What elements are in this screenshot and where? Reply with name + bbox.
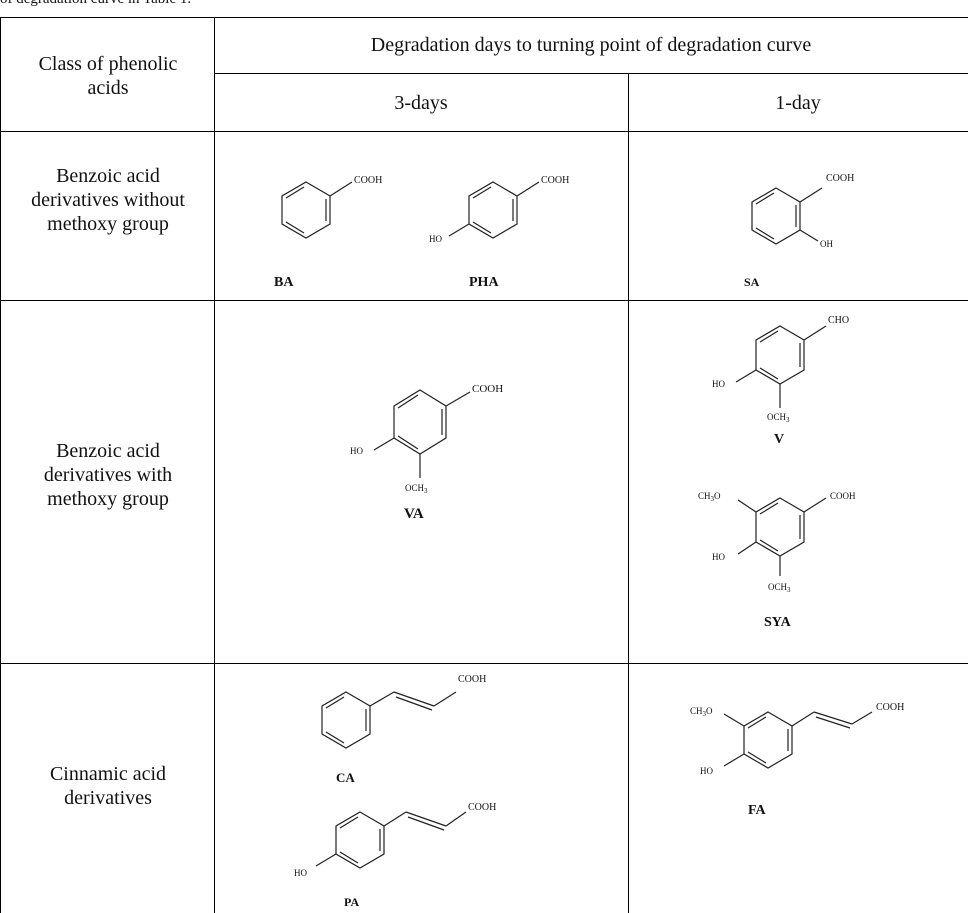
sya-ch3o-label: CH3O: [698, 491, 721, 503]
pa-name: PA: [344, 895, 359, 909]
structure-ba: COOH BA: [274, 175, 382, 290]
structure-va: COOH HO OCH3 VA: [350, 383, 503, 522]
fa-ch3o-label: CH3O: [690, 706, 713, 718]
structure-ca: COOH CA: [321, 674, 486, 785]
structure-pa: COOH HO PA: [294, 802, 496, 909]
v-ho-label: HO: [712, 379, 725, 389]
row1-bottom-rule: [0, 300, 968, 301]
table-border-top: [0, 17, 968, 18]
sa-cooh-label: COOH: [826, 173, 854, 184]
v-name: V: [774, 432, 784, 447]
row-label-no-methoxy: Benzoic acid derivatives without methoxy…: [31, 165, 185, 235]
sya-och3-label: OCH3: [768, 582, 791, 594]
sa-name: SA: [744, 275, 760, 289]
v-cho-label: CHO: [828, 315, 849, 326]
ca-cooh-label: COOH: [458, 674, 486, 685]
table-border-left: [0, 17, 1, 913]
fa-cooh-label: COOH: [876, 702, 904, 713]
header-divider-right: [214, 17, 215, 913]
fa-ho-label: HO: [700, 766, 713, 776]
va-ho-label: HO: [350, 446, 363, 456]
header-bottom-rule: [0, 131, 968, 132]
header-group-title: Degradation days to turning point of deg…: [370, 34, 812, 56]
header-3days: 3-days: [394, 92, 448, 114]
ca-name: CA: [336, 770, 355, 785]
pa-cooh-label: COOH: [468, 802, 496, 813]
header-class: Class of phenolic acids: [38, 53, 178, 99]
structure-pha: COOH HO PHA: [429, 175, 569, 290]
header-1day: 1-day: [775, 92, 821, 114]
ba-cooh-label: COOH: [354, 175, 382, 186]
structure-sa: COOH OH SA: [744, 173, 854, 289]
pha-cooh-label: COOH: [541, 175, 569, 186]
column-divider: [628, 74, 629, 913]
structure-v: CHO HO OCH3 V: [712, 315, 849, 447]
structure-sya: COOH CH3O HO OCH3 SYA: [698, 491, 856, 630]
row-label-with-methoxy: Benzoic acid derivatives with methoxy gr…: [43, 440, 173, 510]
va-cooh-label: COOH: [472, 383, 503, 395]
v-och3-label: OCH3: [767, 412, 790, 424]
fa-name: FA: [748, 803, 767, 818]
pa-ho-label: HO: [294, 868, 307, 878]
sya-name: SYA: [764, 615, 792, 630]
header-subrule: [214, 73, 968, 74]
ba-name: BA: [274, 275, 294, 290]
row-label-cinnamic: Cinnamic acid derivatives: [49, 763, 167, 809]
sya-cooh-label: COOH: [830, 491, 856, 501]
row2-bottom-rule: [0, 663, 968, 664]
va-name: VA: [404, 506, 424, 522]
sya-ho-label: HO: [712, 552, 725, 562]
pha-name: PHA: [469, 275, 499, 290]
structure-fa: COOH CH3O HO FA: [690, 702, 904, 818]
table-caption: of degradation curve in Table 1.: [0, 0, 191, 8]
va-och3-label: OCH3: [405, 483, 428, 495]
pha-ho-label: HO: [429, 234, 442, 244]
sa-oh-label: OH: [820, 239, 833, 249]
